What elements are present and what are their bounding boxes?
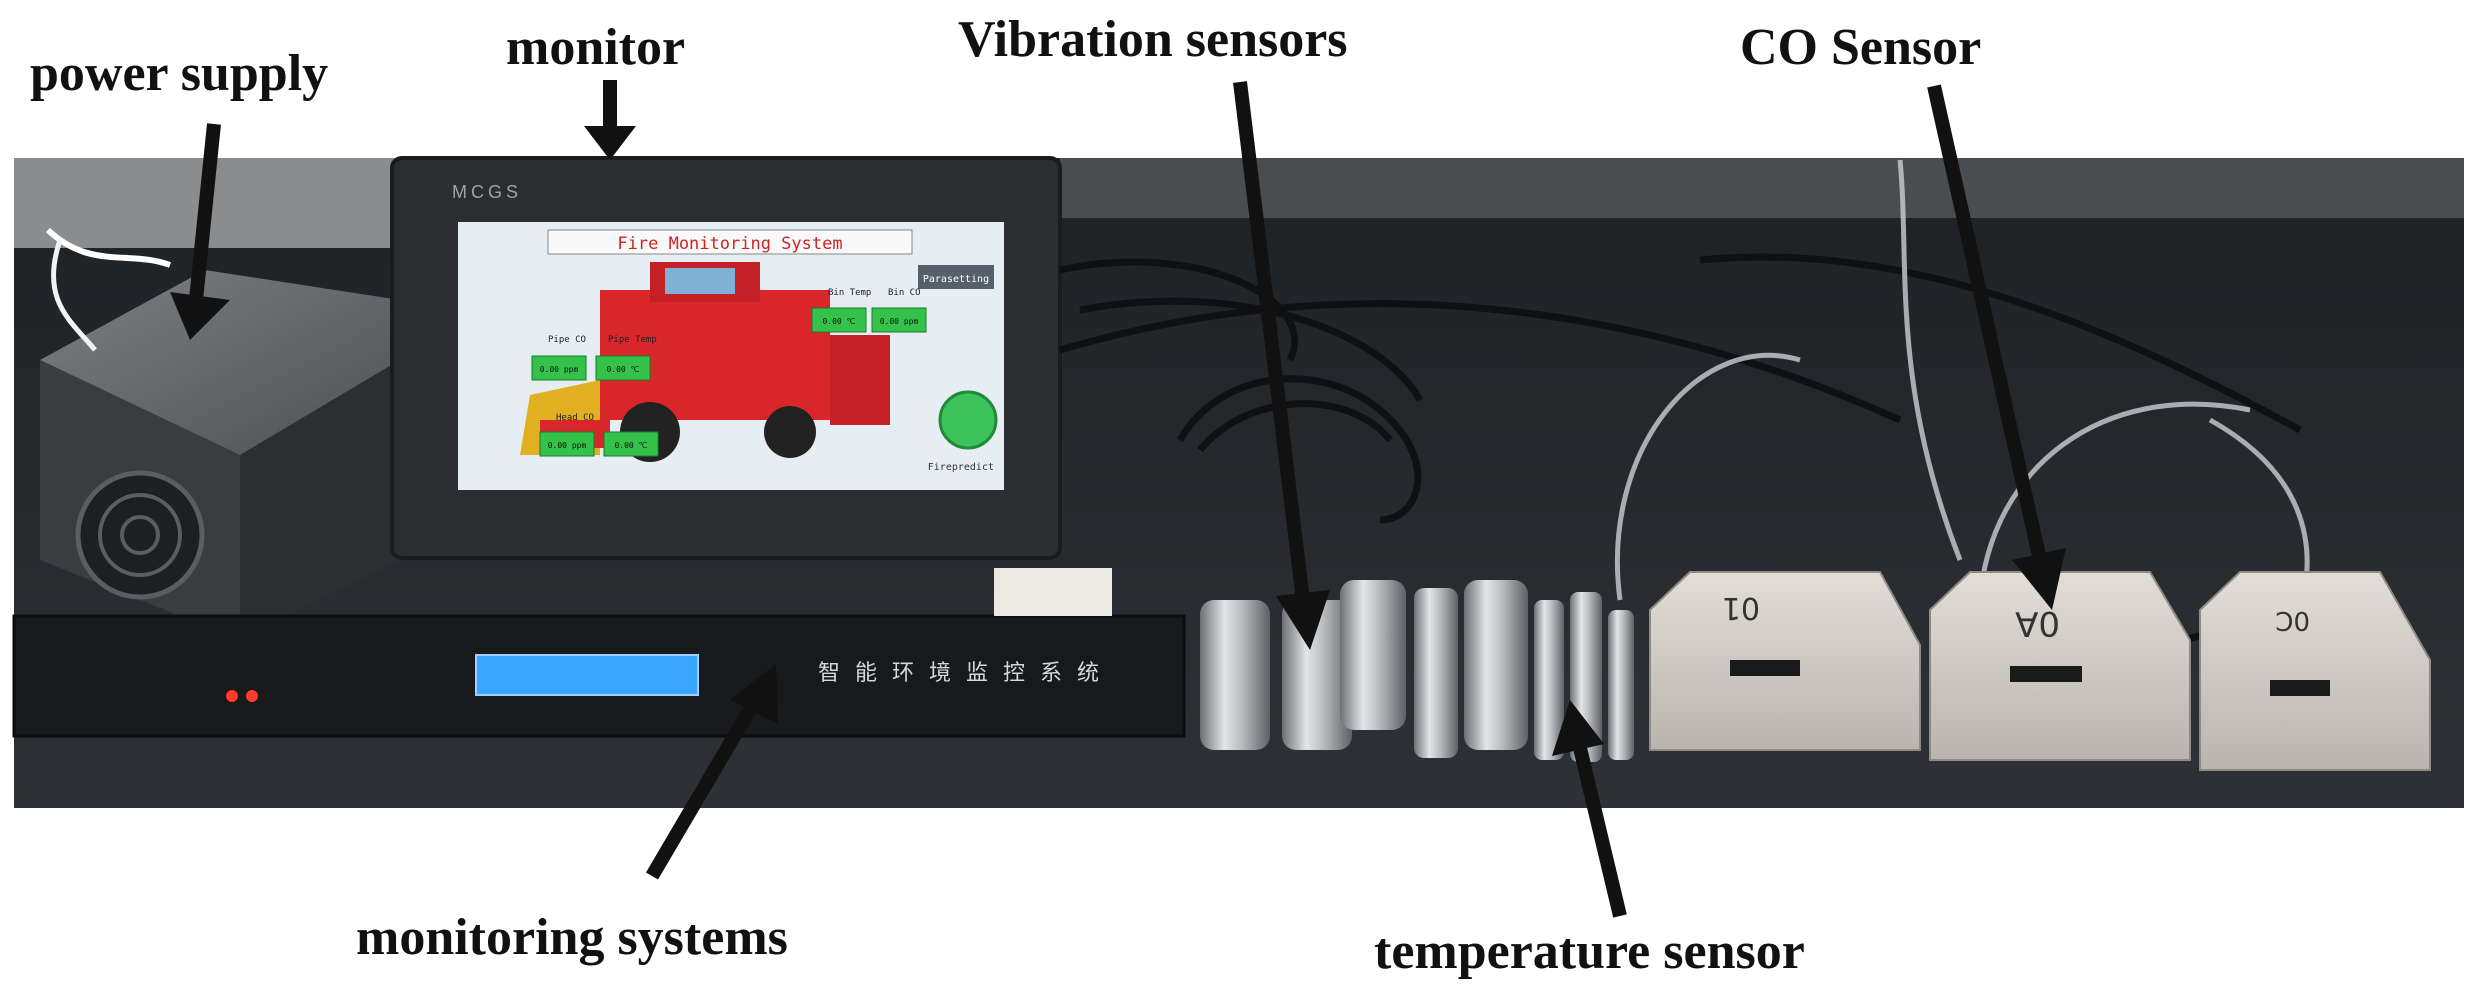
- screen-parasetting-button: [918, 265, 994, 289]
- vibration-sensor: [1414, 588, 1458, 758]
- lcd-display: [475, 654, 699, 696]
- power-supply-unit: [40, 227, 400, 640]
- fire-status-indicator: [938, 390, 998, 450]
- bin-temp-readout: [811, 307, 867, 333]
- temperature-sensor: [1608, 610, 1634, 760]
- arrow-head-icon: [730, 664, 778, 724]
- svg-text:Head CO: Head CO: [556, 413, 594, 423]
- back-wall: [1060, 158, 2464, 218]
- pipe-temp-readout: [595, 355, 651, 381]
- vibration-sensor: [1464, 580, 1528, 750]
- monitoring-system-unit: 智 能 环 境 监 控 系 统: [12, 568, 1186, 738]
- co-sensor-boxes: 01 0A 0C: [1649, 571, 2431, 771]
- label-co-sensor: CO Sensor: [1740, 19, 1982, 76]
- svg-text:0.00 ℃: 0.00 ℃: [614, 441, 647, 450]
- svg-text:0.00 ppm: 0.00 ppm: [880, 317, 919, 326]
- co-sensor-mark: 01: [1722, 590, 1760, 625]
- fan-grille-icon: [75, 470, 205, 600]
- head-temp-readout: [603, 431, 659, 457]
- svg-text:Bin CO: Bin CO: [888, 288, 921, 298]
- temperature-sensor: [1534, 600, 1564, 760]
- svg-text:Pipe Temp: Pipe Temp: [608, 335, 657, 345]
- svg-text:0.00 ppm: 0.00 ppm: [548, 441, 587, 450]
- svg-text:Firepredict: Firepredict: [928, 462, 994, 473]
- svg-text:Bin Temp: Bin Temp: [828, 288, 871, 298]
- label-monitor: monitor: [506, 19, 686, 76]
- svg-text:Parasetting: Parasetting: [923, 274, 989, 285]
- co-sensor-mark: 0C: [2275, 605, 2310, 635]
- status-led: [246, 690, 258, 702]
- svg-text:0.00 ppm: 0.00 ppm: [540, 365, 579, 374]
- svg-text:0.00 ℃: 0.00 ℃: [822, 317, 855, 326]
- monitor-device: MCGS Fire Monitoring System Parasetting …: [390, 156, 1062, 560]
- status-led: [226, 690, 238, 702]
- annotation-arrows: [170, 80, 2066, 918]
- head-co-readout: [539, 431, 595, 457]
- vibration-sensor: [1200, 600, 1270, 750]
- vibration-sensor: [1340, 580, 1406, 730]
- label-power-supply: power supply: [30, 45, 329, 102]
- vibration-sensor: [1282, 600, 1352, 750]
- monitor-brand: MCGS: [452, 182, 522, 202]
- arrow-head-icon: [584, 126, 636, 160]
- pipe-co-readout: [531, 355, 587, 381]
- arrow-head-icon: [2012, 548, 2066, 610]
- arrow-head-icon: [1276, 590, 1330, 650]
- sensor-cylinders: [1200, 580, 1634, 762]
- system-panel-text: 智 能 环 境 监 控 系 统: [818, 661, 1103, 686]
- screen-title: Fire Monitoring System: [617, 234, 842, 254]
- label-temperature-sensor: temperature sensor: [1374, 923, 1805, 980]
- co-sensor-mark: 0A: [2015, 603, 2060, 643]
- arrow-head-icon: [170, 292, 230, 340]
- svg-text:Pipe CO: Pipe CO: [548, 335, 586, 345]
- svg-text:0.00 ℃: 0.00 ℃: [606, 365, 639, 374]
- arrow-head-icon: [1552, 700, 1604, 756]
- label-monitoring-systems: monitoring systems: [356, 909, 788, 966]
- label-vibration-sensors: Vibration sensors: [958, 11, 1348, 68]
- bin-co-readout: [871, 307, 927, 333]
